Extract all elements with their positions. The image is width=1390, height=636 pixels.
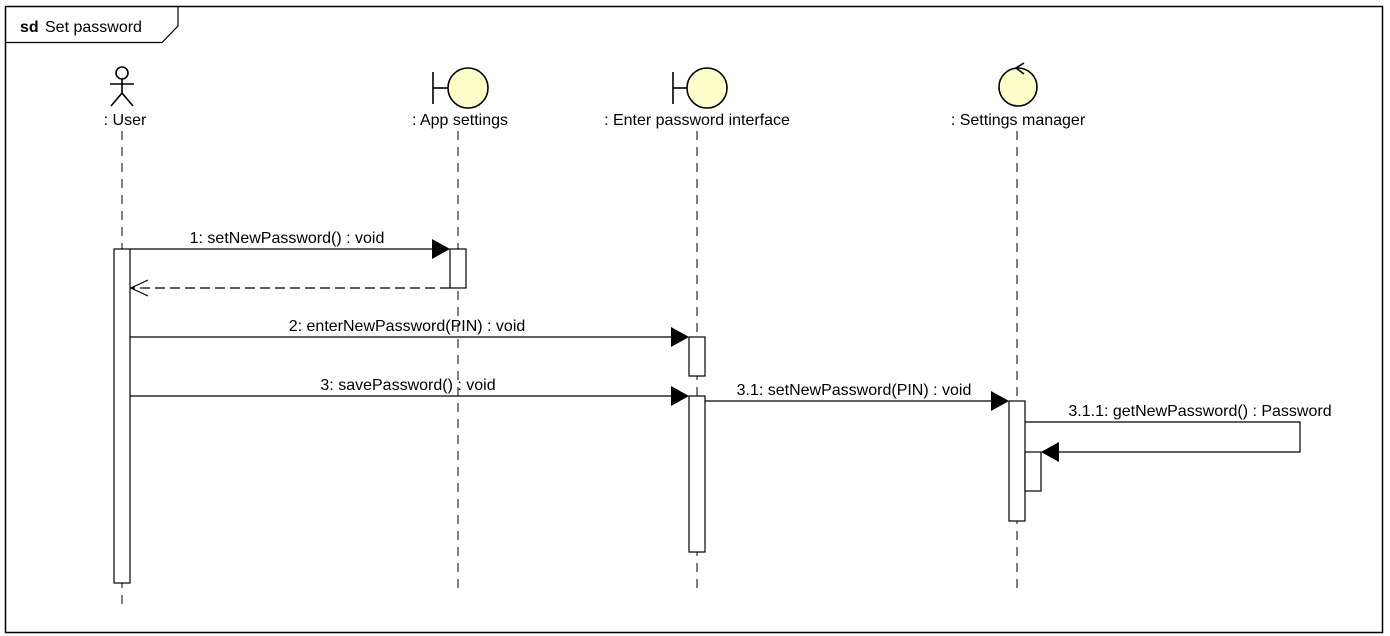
message-1-label: 1: setNewPassword() : void (190, 230, 385, 247)
activation-settings-manager (1008, 400, 1026, 522)
lifeline-user: : User (104, 66, 147, 608)
message-1-reply (129, 279, 450, 297)
sync-arrowhead (671, 327, 689, 347)
control-icon (998, 62, 1038, 107)
lifeline-settings-manager: : Settings manager (951, 62, 1086, 592)
activation-user (113, 248, 131, 584)
open-arrowhead (129, 279, 149, 297)
message-2: 2: enterNewPassword(PIN) : void (130, 318, 689, 347)
boundary-icon (672, 67, 728, 109)
lifeline-settings-manager-label: : Settings manager (951, 112, 1086, 129)
frame-title-tab (5, 6, 179, 44)
diagram-frame (4, 5, 1384, 634)
message-3: 3: savePassword() : void (130, 377, 689, 406)
activation-enter-password-2 (688, 395, 706, 553)
sync-arrowhead (1041, 442, 1059, 462)
message-2-label: 2: enterNewPassword(PIN) : void (289, 318, 526, 335)
activation-settings-manager-nested (1024, 451, 1042, 492)
activation-enter-password-1 (688, 336, 706, 377)
frame-title: Set password (45, 19, 142, 36)
lifeline-app-settings-label: : App settings (412, 112, 508, 129)
sync-arrowhead (432, 239, 450, 259)
message-1: 1: setNewPassword() : void (130, 230, 450, 259)
lifeline-app-settings: : App settings (412, 67, 508, 592)
lifeline-user-label: : User (104, 112, 147, 129)
sync-arrowhead (671, 386, 689, 406)
boundary-icon (432, 67, 489, 109)
message-3-1-label: 3.1: setNewPassword(PIN) : void (737, 382, 972, 399)
message-3-1-1-label: 3.1.1: getNewPassword() : Password (1068, 403, 1331, 420)
activation-app-settings (449, 248, 467, 289)
message-3-1-1: 3.1.1: getNewPassword() : Password (1025, 403, 1332, 462)
frame-keyword: sd (20, 19, 39, 36)
actor-icon (110, 66, 134, 107)
lifeline-enter-password-interface: : Enter password interface (604, 67, 790, 592)
message-3-label: 3: savePassword() : void (320, 377, 495, 394)
message-3-1: 3.1: setNewPassword(PIN) : void (705, 382, 1009, 411)
lifeline-enter-password-label: : Enter password interface (604, 112, 790, 129)
sync-arrowhead (991, 391, 1009, 411)
